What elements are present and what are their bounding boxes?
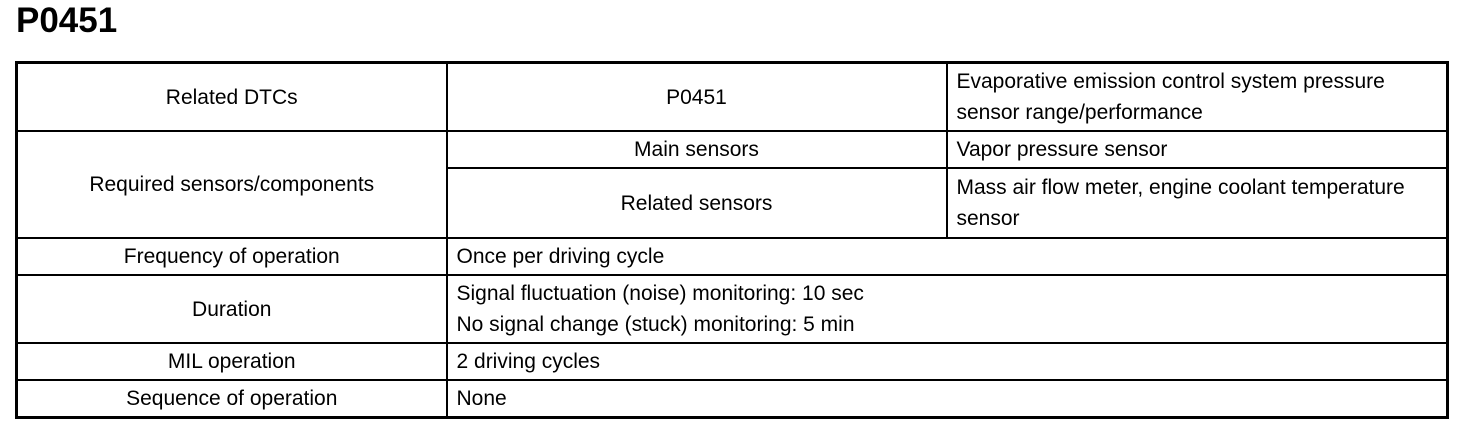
page-title: P0451 bbox=[16, 1, 118, 40]
row-related-dtcs: Related DTCs P0451 Evaporative emission … bbox=[15, 61, 1449, 132]
row-related-sensors: Related sensors Mass air flow meter, eng… bbox=[17, 167, 1449, 239]
row-sequence-of-operation: Sequence of operation None bbox=[15, 379, 1449, 419]
duration-line-2: No signal change (stuck) monitoring: 5 m… bbox=[456, 313, 855, 336]
main-sensors-value: Vapor pressure sensor bbox=[945, 130, 1449, 169]
main-sensors-label: Main sensors bbox=[445, 130, 948, 169]
duration-label: Duration bbox=[15, 274, 448, 344]
row-frequency-of-operation: Frequency of operation Once per driving … bbox=[15, 237, 1449, 276]
related-dtcs-description: Evaporative emission control system pres… bbox=[945, 61, 1449, 132]
mil-operation-value: 2 driving cycles bbox=[445, 342, 1449, 381]
frequency-label: Frequency of operation bbox=[15, 237, 448, 276]
row-main-sensors: Required sensors/components Main sensors… bbox=[15, 130, 1449, 239]
sequence-value: None bbox=[445, 379, 1449, 419]
duration-value: Signal fluctuation (noise) monitoring: 1… bbox=[445, 274, 1449, 344]
duration-line-1: Signal fluctuation (noise) monitoring: 1… bbox=[456, 282, 864, 305]
related-sensors-label: Related sensors bbox=[445, 167, 948, 239]
related-sensors-value: Mass air flow meter, engine coolant temp… bbox=[945, 167, 1449, 239]
dtc-info-table: Related DTCs P0451 Evaporative emission … bbox=[15, 61, 1449, 419]
related-dtcs-code: P0451 bbox=[445, 61, 948, 132]
required-sensors-label: Required sensors/components bbox=[15, 130, 448, 239]
sequence-label: Sequence of operation bbox=[15, 379, 448, 419]
row-duration: Duration Signal fluctuation (noise) moni… bbox=[15, 274, 1449, 344]
frequency-value: Once per driving cycle bbox=[445, 237, 1449, 276]
row-mil-operation: MIL operation 2 driving cycles bbox=[15, 342, 1449, 381]
mil-operation-label: MIL operation bbox=[15, 342, 448, 381]
related-dtcs-label: Related DTCs bbox=[15, 61, 448, 132]
